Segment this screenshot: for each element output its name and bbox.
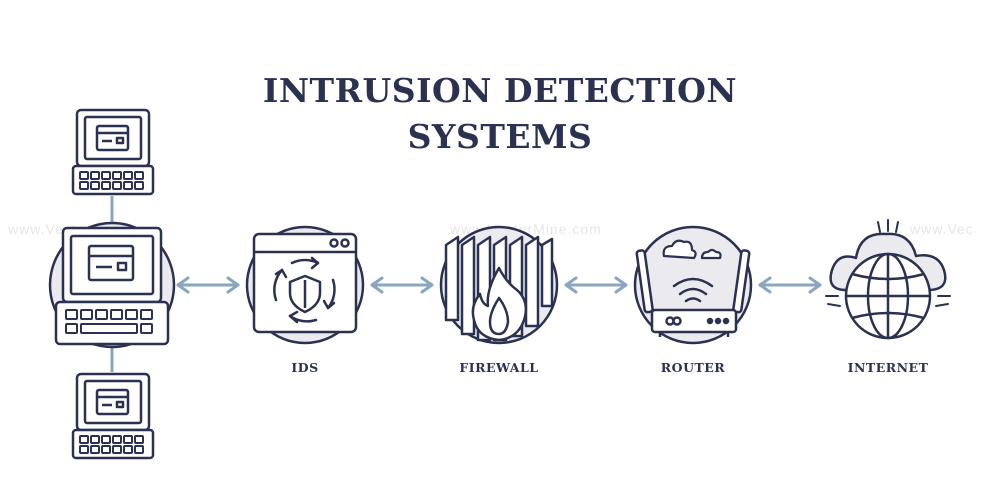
node-label-firewall: FIREWALL	[459, 360, 539, 375]
arrow-router-internet	[758, 276, 822, 294]
globe-icon	[844, 252, 932, 340]
watermark-right: www.Vec	[910, 221, 974, 237]
arrow-ids-firewall	[370, 276, 434, 294]
node-label-router: ROUTER	[660, 360, 726, 375]
main-computer-icon	[48, 221, 176, 349]
ids-icon	[245, 225, 365, 345]
router-icon	[633, 225, 753, 345]
arrow-computer-ids	[176, 276, 240, 294]
arrow-firewall-router	[564, 276, 628, 294]
internet-icon	[825, 219, 951, 340]
node-label-ids: IDS	[291, 360, 319, 375]
firewall-icon	[439, 225, 559, 345]
title-line-1: INTRUSION DETECTION	[262, 71, 738, 110]
title-line-2: SYSTEMS	[407, 117, 593, 156]
cloud-icon	[662, 239, 697, 260]
small-computer-icon-bottom	[71, 372, 155, 460]
node-label-internet: INTERNET	[847, 360, 929, 375]
wifi-icon	[672, 277, 714, 303]
small-computer-icon-top	[71, 108, 155, 196]
page-title: INTRUSION DETECTION SYSTEMS	[0, 68, 1000, 160]
